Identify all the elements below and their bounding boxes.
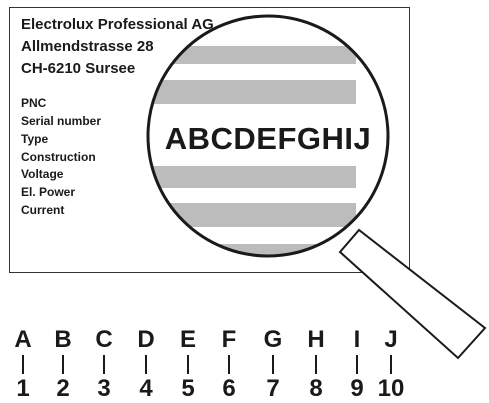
magnifier-lens: [148, 16, 388, 256]
legend-connector: [62, 355, 64, 374]
field-construction: Construction: [21, 150, 96, 164]
legend-number: 4: [139, 375, 153, 402]
legend-number: 9: [350, 375, 364, 402]
legend-number: 1: [16, 375, 30, 402]
legend-number: 8: [309, 375, 323, 402]
magnified-code: ABCDEFGHIJ: [164, 121, 372, 156]
legend-letter: F: [221, 326, 237, 353]
legend-number: 5: [181, 375, 195, 402]
legend-number: 6: [222, 375, 236, 402]
legend-letter: A: [14, 326, 32, 353]
legend-letter: B: [54, 326, 72, 353]
legend-letter: E: [179, 326, 197, 353]
field-serial-number: Serial number: [21, 114, 102, 128]
legend-connector: [145, 355, 147, 374]
company-name: Electrolux Professional AG: [21, 16, 214, 33]
legend-number: 2: [56, 375, 70, 402]
legend-letter: H: [307, 326, 325, 353]
legend-number: 10: [377, 375, 405, 402]
legend-connector: [228, 355, 230, 374]
legend-letter: J: [384, 326, 398, 353]
legend-connector: [187, 355, 189, 374]
legend-connector: [390, 355, 392, 374]
field-type: Type: [21, 132, 49, 146]
field-voltage: Voltage: [21, 167, 64, 181]
field-pnc: PNC: [21, 96, 47, 110]
legend-connector: [315, 355, 317, 374]
company-street: Allmendstrasse 28: [21, 38, 154, 55]
legend-connector: [272, 355, 274, 374]
legend-letter: G: [263, 326, 283, 353]
legend-letter: I: [353, 326, 361, 353]
field-el-power: El. Power: [21, 185, 76, 199]
legend-letter: D: [137, 326, 155, 353]
legend-connector: [356, 355, 358, 374]
legend-connector: [103, 355, 105, 374]
company-city: CH-6210 Sursee: [21, 60, 136, 77]
legend-number: 3: [97, 375, 111, 402]
legend-connector: [22, 355, 24, 374]
field-current: Current: [21, 203, 65, 217]
legend-number: 7: [266, 375, 280, 402]
magnifier-handle: [338, 228, 487, 360]
legend-letter: C: [95, 326, 113, 353]
